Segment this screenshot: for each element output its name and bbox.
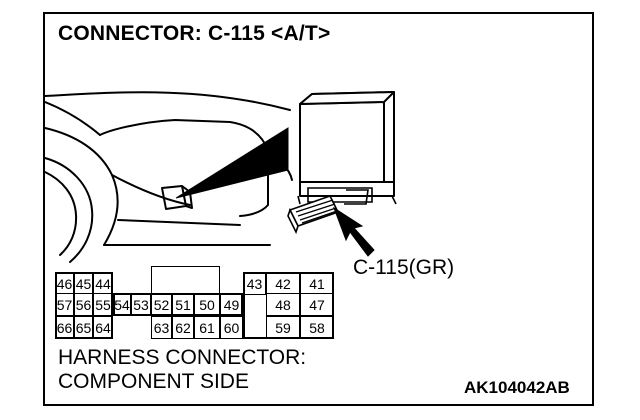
console-lower <box>111 174 191 206</box>
pin-56: 56 <box>74 293 93 316</box>
ecu-connector-socket-2 <box>344 189 369 205</box>
pin-48: 48 <box>266 293 300 316</box>
connector-block-centre <box>113 293 243 316</box>
figure-title: CONNECTOR: C-115 <A/T> <box>58 22 331 45</box>
connector-c115-label: C-115(GR) <box>353 256 455 279</box>
ecu-base <box>299 181 395 197</box>
pin-62: 62 <box>172 316 194 339</box>
harness-plug-end <box>287 207 299 235</box>
console-front <box>117 219 241 226</box>
figure-code: AK104042AB <box>464 378 570 397</box>
connector-pointer-arrow <box>333 206 375 257</box>
pin-63: 63 <box>151 316 172 339</box>
ecu-box-top <box>299 91 395 105</box>
caption-harness-connector: HARNESS CONNECTOR: <box>58 346 307 369</box>
pin-60: 60 <box>220 316 243 339</box>
pin-42: 42 <box>266 272 300 295</box>
dash-module-side <box>181 185 193 209</box>
dashboard-top-edge <box>44 91 291 111</box>
connector-block-left <box>55 272 113 339</box>
pin-44: 44 <box>93 272 113 295</box>
console-outline <box>99 119 269 217</box>
ecu-bracket <box>297 195 397 205</box>
pin-61: 61 <box>194 316 220 339</box>
steering-arc <box>44 157 94 263</box>
ecu-connector-socket <box>307 187 373 203</box>
pin-65: 65 <box>74 316 93 339</box>
steering-arc-inner <box>44 171 78 256</box>
connector-key-tab <box>151 266 220 295</box>
pin-55: 55 <box>93 293 113 316</box>
dashboard-inner-edge <box>44 101 101 136</box>
ecu-box-front <box>299 101 385 183</box>
figure-frame <box>43 12 594 406</box>
instrument-hood <box>44 127 119 246</box>
connector-block-right <box>243 272 334 339</box>
pin-59: 59 <box>266 316 300 339</box>
caption-component-side: COMPONENT SIDE <box>58 370 249 393</box>
callout-wedge <box>175 127 289 199</box>
